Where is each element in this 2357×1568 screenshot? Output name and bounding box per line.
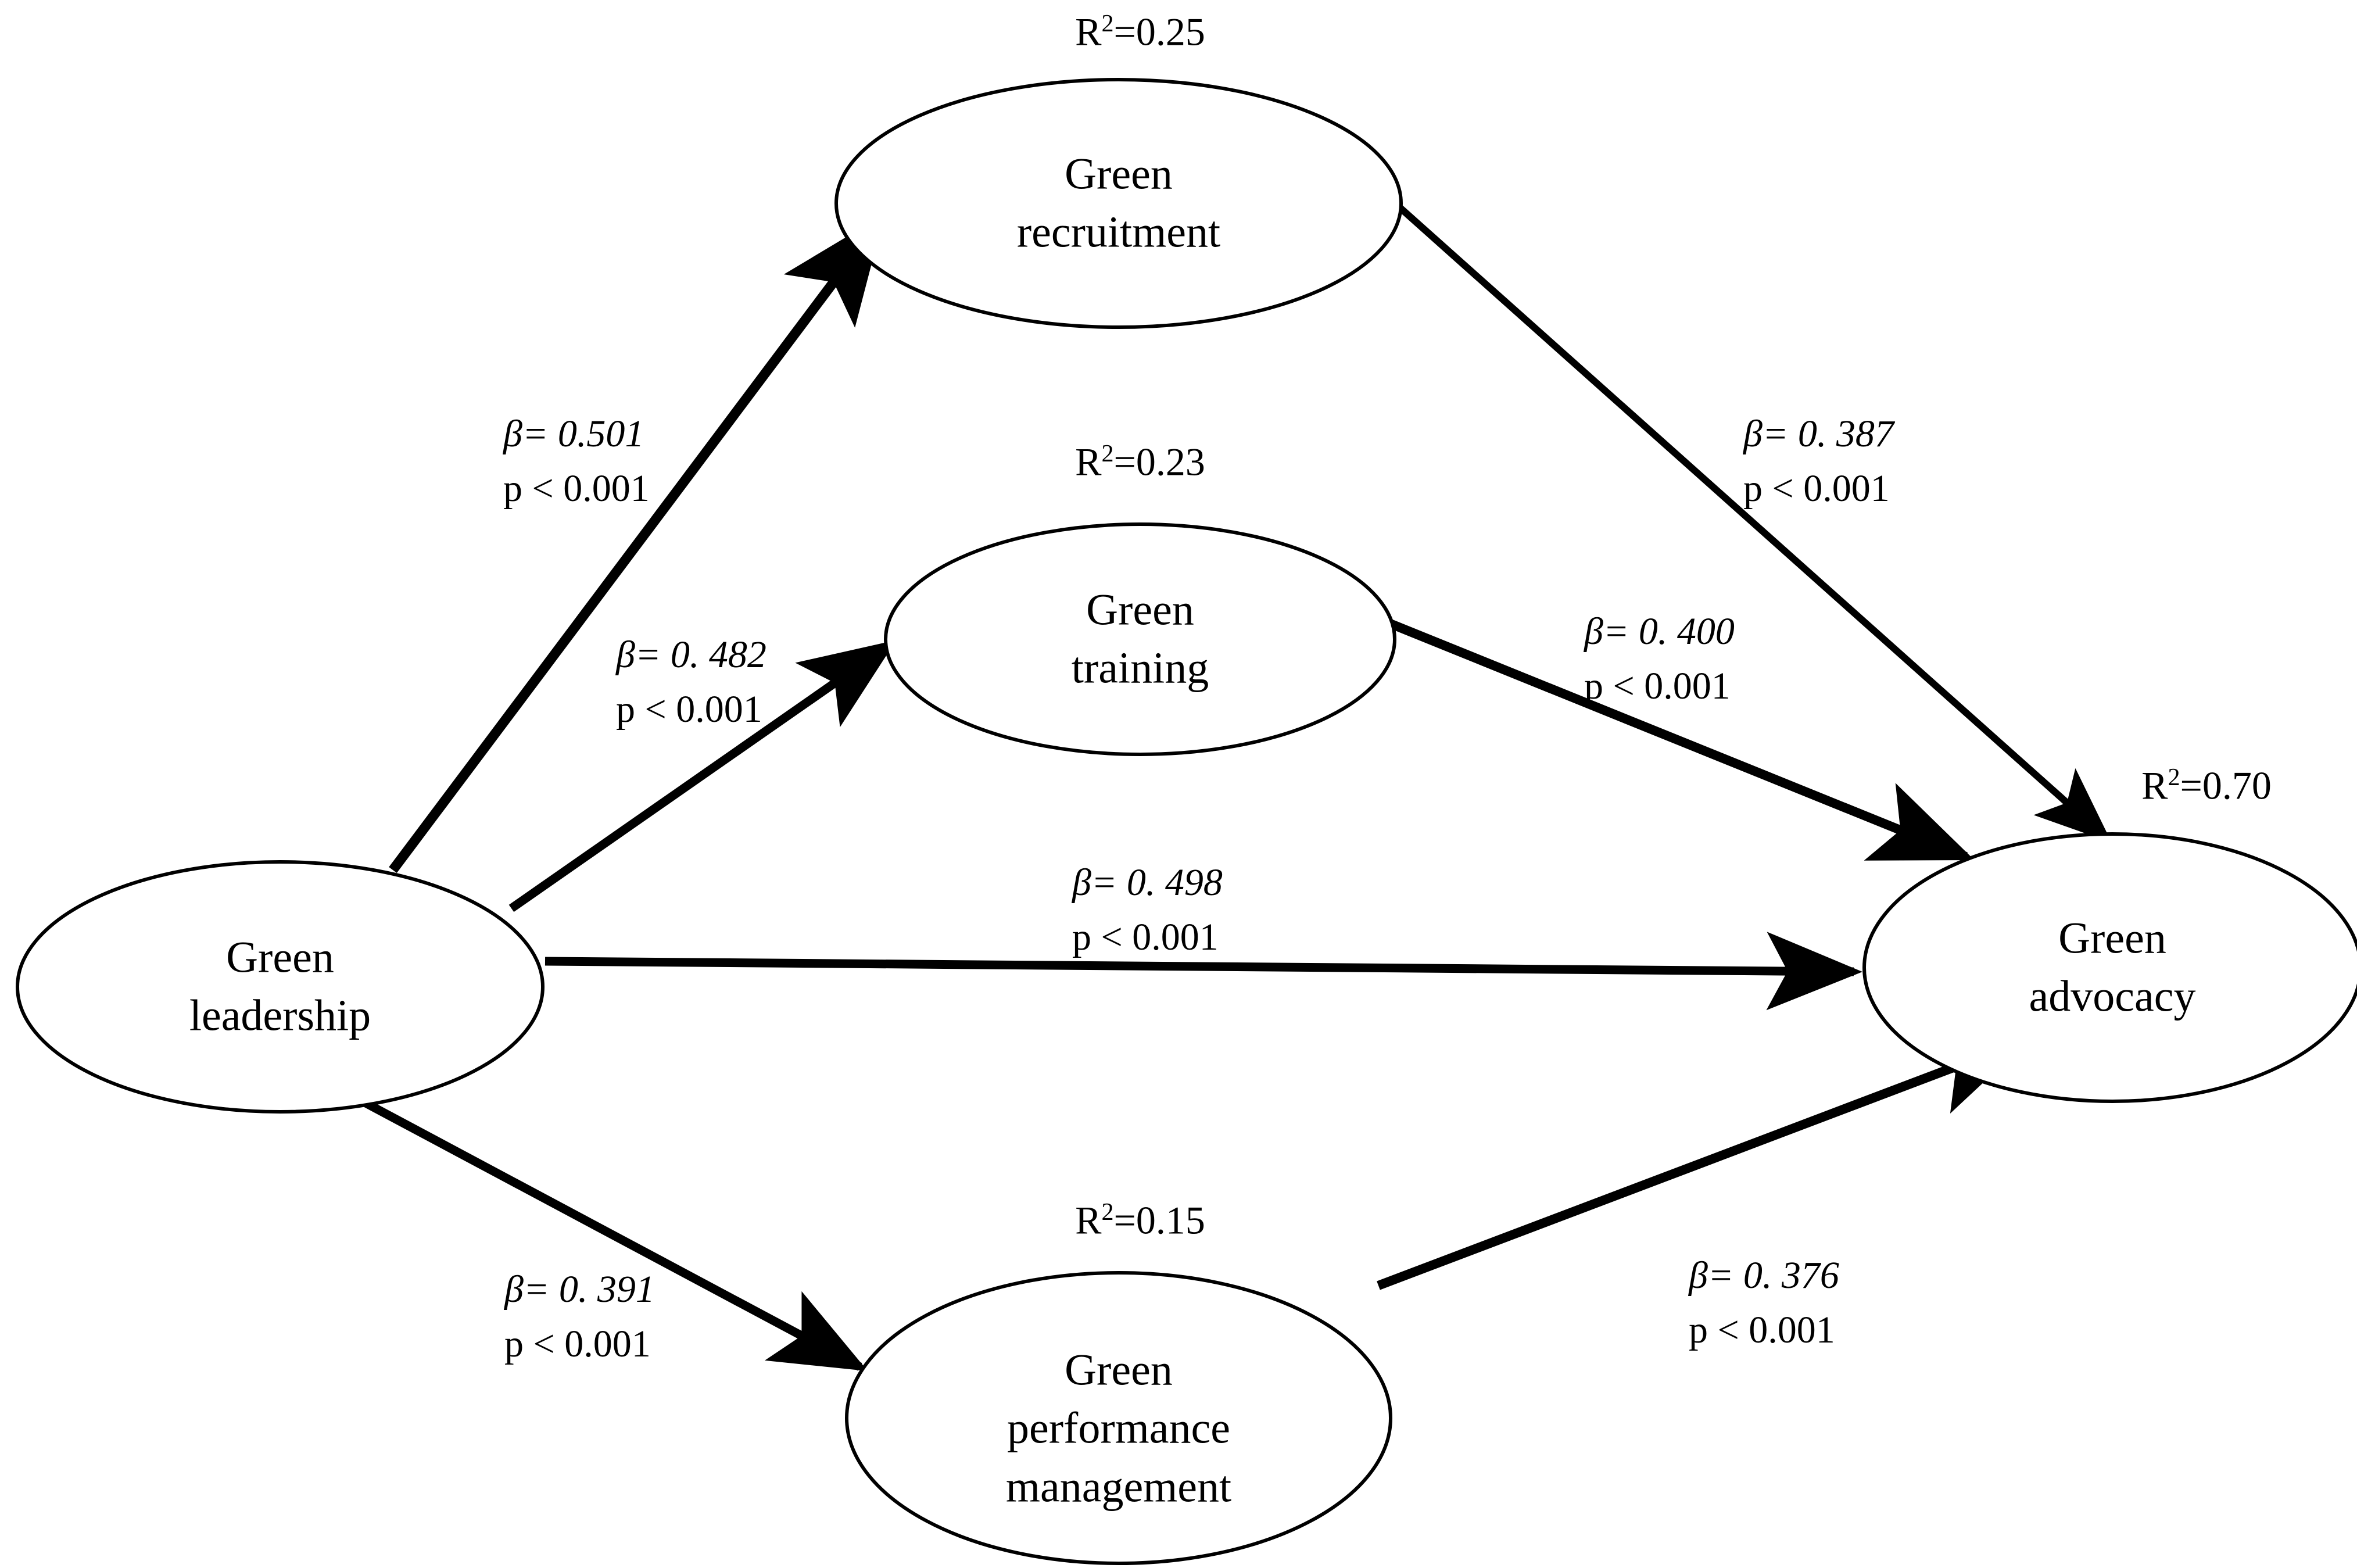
- coef-p-recruitment-to-advocacy: p < 0.001: [1743, 467, 1890, 510]
- r2-label-advocacy: R2=0.70: [2141, 763, 2272, 808]
- path-training-to-advocacy: [1381, 616, 1975, 861]
- coef-beta-leadership-to-training: β= 0. 482: [616, 633, 766, 676]
- coef-p-leadership-to-advocacy: p < 0.001: [1072, 915, 1219, 958]
- coef-beta-leadership-to-advocacy: β= 0. 498: [1072, 861, 1223, 904]
- coef-label-leadership-to-training: β= 0. 482 p < 0.001: [616, 628, 766, 736]
- path-leadership-to-recruitment: [389, 214, 885, 874]
- path-performance-to-advocacy: [1377, 1035, 2031, 1290]
- coef-label-leadership-to-advocacy: β= 0. 498 p < 0.001: [1072, 855, 1223, 964]
- node-green-leadership[interactable]: [16, 860, 545, 1114]
- coef-label-training-to-advocacy: β= 0. 400 p < 0.001: [1584, 604, 1735, 713]
- r2-value-recruitment: =0.25: [1113, 9, 1205, 54]
- r2-value-advocacy: =0.70: [2180, 763, 2272, 808]
- coef-p-leadership-to-recruitment: p < 0.001: [503, 467, 650, 510]
- coef-beta-recruitment-to-advocacy: β= 0. 387: [1743, 413, 1894, 455]
- node-green-advocacy[interactable]: [1862, 832, 2357, 1103]
- r2-label-recruitment: R2=0.25: [1075, 9, 1205, 54]
- coef-beta-training-to-advocacy: β= 0. 400: [1584, 610, 1735, 653]
- coef-p-leadership-to-training: p < 0.001: [616, 688, 762, 731]
- coef-p-leadership-to-performance: p < 0.001: [504, 1322, 651, 1365]
- coef-label-recruitment-to-advocacy: β= 0. 387 p < 0.001: [1743, 407, 1894, 515]
- path-leadership-to-performance: [342, 1087, 868, 1372]
- coef-label-leadership-to-recruitment: β= 0.501 p < 0.001: [503, 407, 650, 515]
- path-recruitment-to-advocacy: [1367, 177, 2112, 843]
- r2-value-training: =0.23: [1113, 439, 1205, 484]
- coef-p-performance-to-advocacy: p < 0.001: [1689, 1308, 1835, 1351]
- coef-beta-leadership-to-recruitment: β= 0.501: [503, 413, 644, 455]
- coef-beta-performance-to-advocacy: β= 0. 376: [1689, 1254, 1839, 1297]
- node-green-performance-management[interactable]: [845, 1271, 1392, 1565]
- r2-value-performance: =0.15: [1113, 1198, 1205, 1243]
- coef-label-performance-to-advocacy: β= 0. 376 p < 0.001: [1689, 1248, 1839, 1357]
- path-leadership-to-advocacy: [545, 932, 1862, 1011]
- coef-label-leadership-to-performance: β= 0. 391 p < 0.001: [504, 1262, 655, 1371]
- coef-p-training-to-advocacy: p < 0.001: [1584, 664, 1731, 707]
- path-leadership-to-training: [508, 640, 897, 912]
- coef-beta-leadership-to-performance: β= 0. 391: [504, 1268, 655, 1311]
- node-green-recruitment[interactable]: [834, 78, 1403, 329]
- node-green-training[interactable]: [884, 522, 1396, 756]
- r2-label-performance: R2=0.15: [1075, 1198, 1205, 1243]
- r2-label-training: R2=0.23: [1075, 439, 1205, 484]
